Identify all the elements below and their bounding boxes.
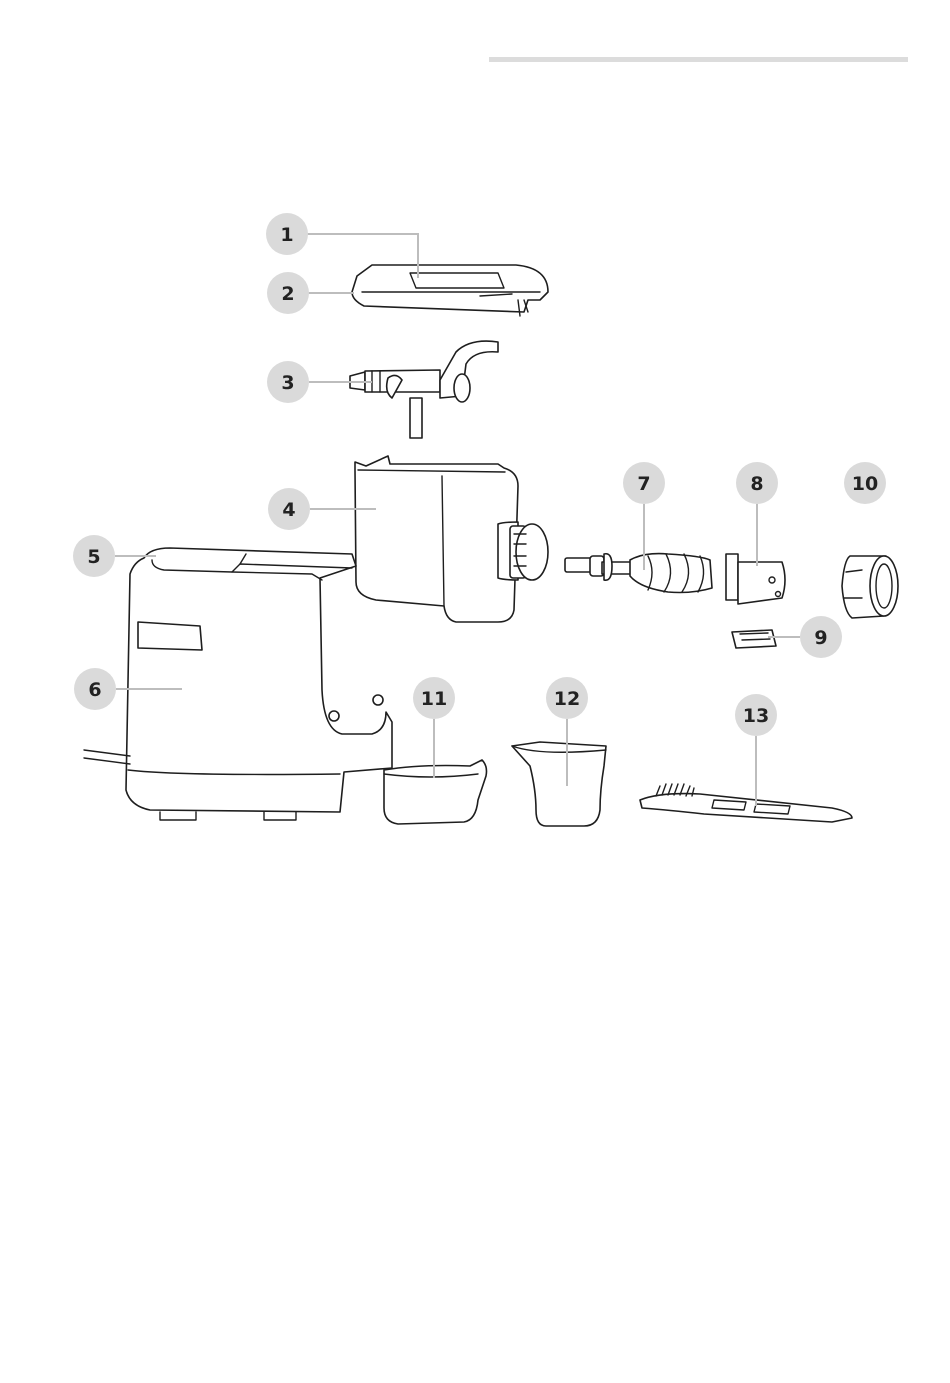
callout-7: 7 <box>623 462 665 504</box>
callout-10: 10 <box>844 462 886 504</box>
part-pulp-cup <box>384 760 487 824</box>
callout-1: 1 <box>266 213 308 255</box>
part-strainer <box>726 554 785 604</box>
part-motor-base <box>84 548 392 820</box>
callout-6: 6 <box>74 668 116 710</box>
callout-5: 5 <box>73 535 115 577</box>
part-cap-nut <box>842 556 898 618</box>
callout-8-label: 8 <box>750 473 763 495</box>
part-juicing-chamber <box>355 456 548 622</box>
callout-13: 13 <box>735 694 777 736</box>
part-stirrer <box>350 341 498 438</box>
callout-9: 9 <box>800 616 842 658</box>
callout-2: 2 <box>267 272 309 314</box>
callout-7-label: 7 <box>637 473 650 495</box>
callout-8: 8 <box>736 462 778 504</box>
callout-5-label: 5 <box>87 546 100 568</box>
part-lid <box>352 265 548 316</box>
callout-3-label: 3 <box>281 372 294 394</box>
callout-12-label: 12 <box>554 688 580 710</box>
callout-13-label: 13 <box>743 705 769 727</box>
part-juice-cup <box>512 742 606 826</box>
callout-2-label: 2 <box>281 283 294 305</box>
callout-3: 3 <box>267 361 309 403</box>
callout-1-label: 1 <box>280 224 293 246</box>
callout-4: 4 <box>268 488 310 530</box>
callout-12: 12 <box>546 677 588 719</box>
callout-6-label: 6 <box>88 679 101 701</box>
callout-10-label: 10 <box>852 473 878 495</box>
part-cleaning-brush <box>640 784 852 822</box>
callout-11: 11 <box>413 677 455 719</box>
part-insert <box>732 630 776 648</box>
callout-4-label: 4 <box>282 499 295 521</box>
callout-11-label: 11 <box>421 688 447 710</box>
part-auger <box>565 554 712 593</box>
callout-9-label: 9 <box>814 627 827 649</box>
